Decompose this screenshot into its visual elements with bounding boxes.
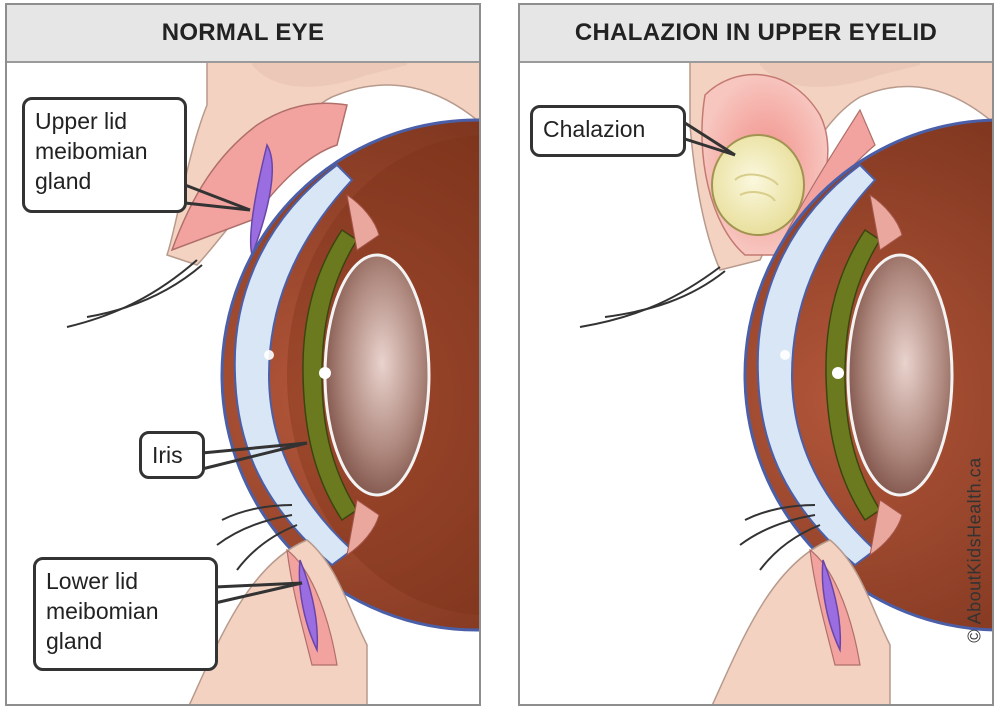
copyright-credit: © AboutKidsHealth.ca [960, 400, 990, 700]
lower-gland-label: Lower lid meibomian gland [33, 557, 218, 671]
iris-label: Iris [139, 431, 205, 479]
upper-gland-label: Upper lid meibomian gland [22, 97, 187, 213]
normal-eye-panel: NORMAL EYE Upper lid meibomian gland Iri… [5, 3, 481, 706]
normal-eye-illustration [66, 5, 479, 704]
panel-title: CHALAZION IN UPPER EYELID [520, 5, 992, 63]
chalazion-label: Chalazion [530, 105, 686, 157]
credit-text: © AboutKidsHealth.ca [964, 457, 985, 643]
chalazion-panel: CHALAZION IN UPPER EYELID Chalazion © Ab… [518, 3, 994, 706]
panel-title: NORMAL EYE [7, 5, 479, 63]
chalazion-illustration [579, 5, 992, 704]
